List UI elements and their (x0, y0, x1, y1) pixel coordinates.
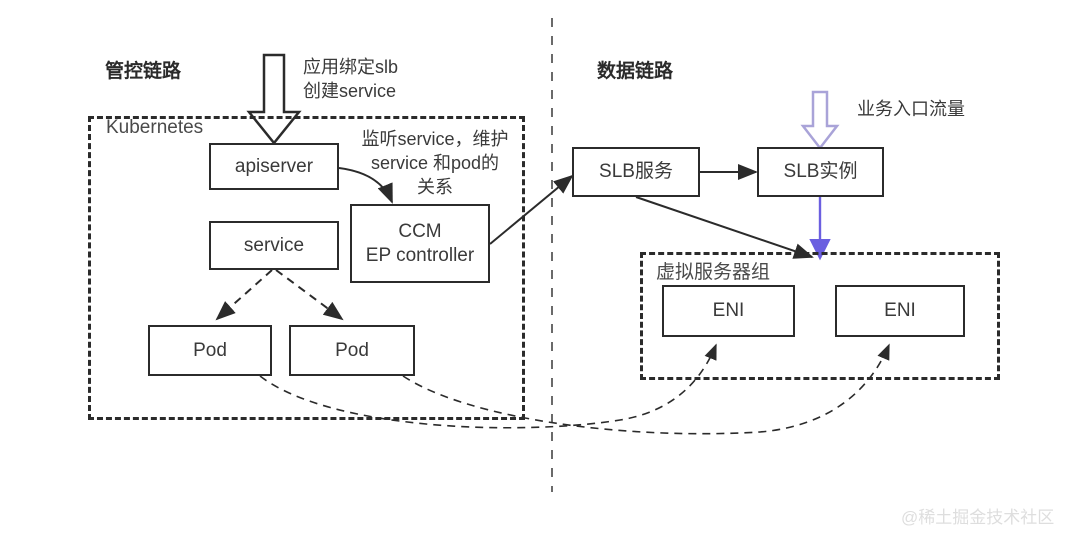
data-plane-title: 数据链路 (597, 61, 674, 82)
watch-service-annotation: 监听service，维护 service 和pod的 关系 (361, 129, 509, 197)
node-apiserver[interactable]: apiserver (209, 143, 339, 190)
control-plane-title: 管控链路 (105, 61, 182, 82)
vserver-group-label: 虚拟服务器组 (656, 262, 771, 283)
node-pod-right[interactable]: Pod (289, 325, 415, 376)
node-ccm-ep-controller[interactable]: CCM EP controller (350, 204, 490, 283)
node-slb-service[interactable]: SLB服务 (572, 147, 700, 197)
kubernetes-group-box (88, 116, 525, 420)
ingress-traffic-annotation: 业务入口流量 (857, 99, 965, 119)
kubernetes-group-label: Kubernetes (106, 117, 204, 138)
ingress-traffic-block-arrow (800, 90, 840, 151)
node-eni-right[interactable]: ENI (835, 285, 965, 337)
slb-service-to-vserver-group-arrow (635, 196, 814, 259)
watermark: @稀土掘金技术社区 (901, 508, 1055, 527)
vserver-group-box (640, 252, 1000, 380)
node-pod-left[interactable]: Pod (148, 325, 272, 376)
bind-slb-annotation: 应用绑定slb 创建service (303, 57, 399, 101)
node-eni-left[interactable]: ENI (662, 285, 795, 337)
node-slb-instance[interactable]: SLB实例 (757, 147, 884, 197)
node-service[interactable]: service (209, 221, 339, 270)
